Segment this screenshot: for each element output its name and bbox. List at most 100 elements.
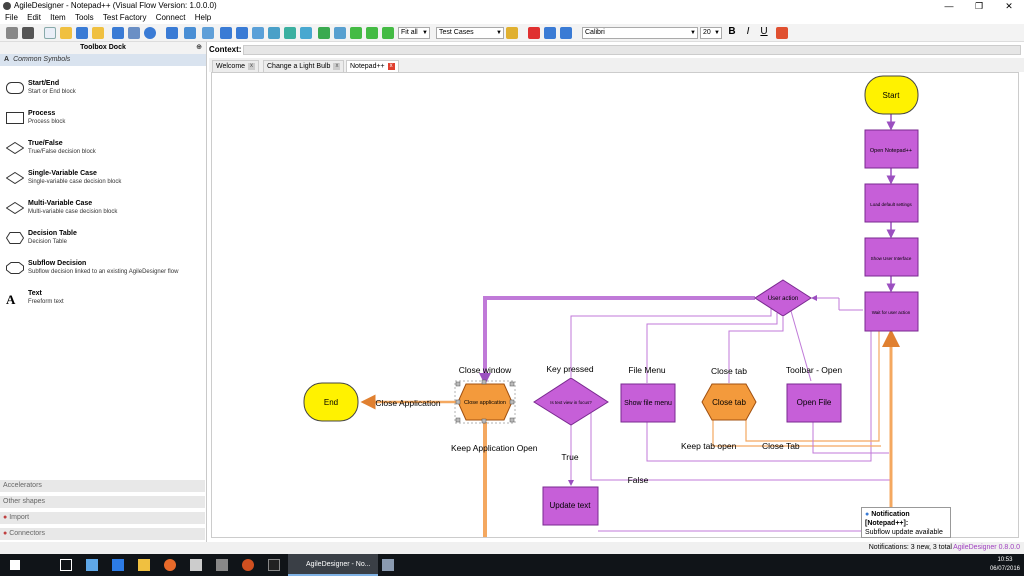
node-show-ui[interactable]: Show User Interface: [864, 237, 919, 277]
print-preview-icon[interactable]: [128, 27, 140, 39]
new-file-icon[interactable]: [44, 27, 56, 39]
close-button[interactable]: ✕: [1005, 1, 1013, 11]
tools-icon[interactable]: [506, 27, 518, 39]
mode-select[interactable]: Test Cases▼: [436, 27, 504, 39]
bold-button[interactable]: B: [728, 26, 736, 37]
data-icon[interactable]: [334, 27, 346, 39]
grid-icon[interactable]: [236, 27, 248, 39]
pin-icon[interactable]: ⊕: [196, 44, 202, 51]
node-user-action[interactable]: User action: [754, 279, 812, 317]
minimize-button[interactable]: —: [944, 1, 954, 11]
system-clock[interactable]: 10:53 06/07/2016: [989, 557, 1020, 572]
node-start[interactable]: Start: [864, 75, 919, 115]
notification-popup[interactable]: ● Notification [Notepad++]: Subflow upda…: [861, 507, 951, 538]
dollar-icon[interactable]: [318, 27, 330, 39]
node-open-notepad[interactable]: Open Notepad++: [864, 129, 919, 169]
delete-icon[interactable]: [528, 27, 540, 39]
windows-start-icon[interactable]: [10, 560, 20, 570]
paste-icon[interactable]: [560, 27, 572, 39]
check-icon[interactable]: [382, 27, 394, 39]
node-update-text[interactable]: Update text: [542, 486, 599, 526]
node-load-settings[interactable]: Load default settings: [864, 183, 919, 223]
font-color-icon[interactable]: [776, 27, 788, 39]
open-folder-icon[interactable]: [60, 27, 72, 39]
filter-icon[interactable]: [366, 27, 378, 39]
svg-text:Close application: Close application: [464, 400, 506, 406]
menu-edit[interactable]: Edit: [27, 13, 41, 22]
terminal-icon[interactable]: [268, 559, 280, 571]
menu-tools[interactable]: Tools: [74, 13, 94, 22]
flow-canvas[interactable]: Start Open Notepad++ Load default settin…: [211, 72, 1019, 538]
export-icon[interactable]: [268, 27, 280, 39]
settings-icon[interactable]: [190, 559, 202, 571]
hand-tool-icon[interactable]: [6, 27, 18, 39]
menu-connect[interactable]: Connect: [155, 13, 186, 22]
edit-icon[interactable]: [202, 27, 214, 39]
taskbar-agiledesigner[interactable]: AgileDesigner - No...: [288, 554, 378, 576]
refresh-icon[interactable]: [144, 27, 156, 39]
firefox-icon[interactable]: [164, 559, 176, 571]
menu-item[interactable]: Item: [50, 13, 66, 22]
edge-browser-icon[interactable]: [112, 559, 124, 571]
close-tab-icon[interactable]: x: [387, 62, 395, 70]
help-pointer-icon[interactable]: [22, 27, 34, 39]
node-open-file[interactable]: Open File: [786, 383, 842, 423]
font-size-select[interactable]: 20▼: [700, 27, 722, 39]
node-close-tab[interactable]: Close tab: [701, 383, 757, 421]
file-explorer-icon[interactable]: [138, 559, 150, 571]
accordion-other-shapes[interactable]: Other shapes: [0, 496, 205, 508]
accordion-connectors[interactable]: ● Connectors: [0, 528, 205, 540]
accordion-accelerators[interactable]: Accelerators: [0, 480, 205, 492]
font-select[interactable]: Calibri▼: [582, 27, 698, 39]
compare-icon[interactable]: [300, 27, 312, 39]
add-icon[interactable]: [350, 27, 362, 39]
connector-icon[interactable]: [184, 27, 196, 39]
cortana-icon[interactable]: [86, 559, 98, 571]
node-text-focus[interactable]: Is text view in focus?: [533, 377, 609, 426]
app-icon[interactable]: [242, 559, 254, 571]
import-icon[interactable]: [284, 27, 296, 39]
notifications-status[interactable]: Notifications: 3 new, 3 total: [868, 544, 952, 551]
task-view-icon[interactable]: [60, 559, 72, 571]
app-window-icon[interactable]: [382, 559, 394, 571]
node-close-application[interactable]: Close application: [454, 379, 516, 424]
maximize-button[interactable]: ❐: [974, 1, 984, 11]
copy-icon[interactable]: [544, 27, 556, 39]
zoom-select[interactable]: Fit all▼: [398, 27, 430, 39]
node-end[interactable]: End: [303, 382, 359, 422]
underline-button[interactable]: U: [760, 26, 768, 37]
save-folder-icon[interactable]: [92, 27, 104, 39]
print-icon[interactable]: [112, 27, 124, 39]
italic-button[interactable]: I: [746, 26, 750, 37]
node-wait-user[interactable]: Wait for user action: [864, 291, 919, 332]
node-show-file-menu[interactable]: Show file menu: [620, 383, 676, 423]
rounded-rect-icon: [6, 82, 24, 94]
octagon-icon: [6, 262, 24, 274]
close-tab-icon[interactable]: x: [248, 62, 256, 70]
menu-test-factory[interactable]: Test Factory: [102, 13, 147, 22]
close-tab-icon[interactable]: x: [333, 62, 341, 70]
layout-icon[interactable]: [252, 27, 264, 39]
accordion-import[interactable]: ● Import: [0, 512, 205, 524]
label-true: True: [561, 452, 578, 462]
table-icon[interactable]: [220, 27, 232, 39]
label-close-application: Close Application: [375, 398, 440, 408]
save-icon[interactable]: [76, 27, 88, 39]
tools-icon[interactable]: [216, 559, 228, 571]
document-icon[interactable]: [166, 27, 178, 39]
menu-help[interactable]: Help: [194, 13, 212, 22]
menu-file[interactable]: File: [5, 13, 18, 22]
context-input[interactable]: [243, 45, 1021, 55]
tab-notepad[interactable]: Notepad++x: [346, 60, 399, 72]
